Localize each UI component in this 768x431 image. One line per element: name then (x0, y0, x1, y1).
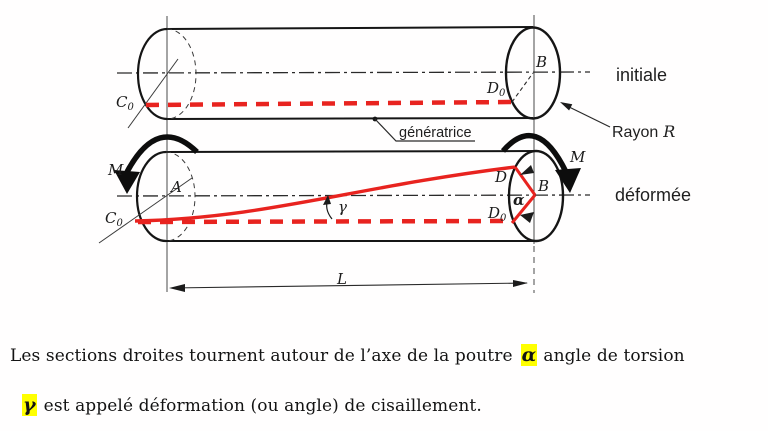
rayon-leader-line (562, 103, 611, 128)
construction-lines (116, 15, 591, 293)
length-dimension: L (169, 270, 528, 292)
deformed-left-radius-line (98, 177, 193, 244)
label-b-deformed: B (537, 177, 549, 195)
deformed-cylinder: A C0 D D0 B α γ (98, 149, 565, 244)
caption-line-1: Les sections droites tournent autour de … (10, 344, 685, 366)
moment-arrows: M M (107, 132, 586, 194)
initial-cylinder: C0 D0 B (116, 26, 562, 129)
caption-line1-text: Les sections droites tournent autour de … (10, 346, 513, 366)
initial-fiber-red-dashed (145, 99, 513, 108)
generatrice-label: génératrice (399, 125, 472, 141)
label-m-right: M (569, 148, 586, 166)
moment-left-arrowhead-icon (114, 170, 140, 194)
label-c0-initial-main: C (116, 93, 128, 111)
rayon-word: Rayon (612, 124, 658, 141)
caption-line2-text: est appelé déformation (ou angle) de cis… (43, 396, 482, 416)
moment-arc-left (124, 134, 199, 174)
generatrice-leader-line (374, 118, 475, 142)
label-c0-deformed-main: C (105, 209, 117, 227)
caption-line-2: γ est appelé déformation (ou angle) de ci… (22, 394, 482, 416)
initial-bottom-generator (166, 117, 534, 120)
label-d0-deformed: D0 (487, 204, 507, 224)
label-b-initial: B (535, 53, 547, 71)
generatrice-callout: génératrice (372, 116, 475, 142)
deformed-left-face-front (135, 150, 167, 243)
length-left-arrowhead-icon (169, 284, 185, 292)
initial-right-face (504, 26, 562, 120)
initial-top-generator (166, 26, 534, 30)
label-length: L (336, 270, 347, 288)
initial-left-radius-line (127, 58, 179, 129)
alpha-upper-arrowhead-icon (520, 165, 534, 175)
deformed-top-generator (165, 150, 537, 153)
label-c0-deformed: C0 (105, 209, 123, 229)
length-dimension-line (170, 282, 528, 289)
rayon-symbol: R (662, 122, 675, 141)
label-d0-deformed-main: D (487, 204, 500, 222)
label-d0-initial-main: D (486, 79, 499, 97)
initial-left-face-front (136, 27, 168, 121)
moment-right-arrowhead-icon (555, 168, 581, 193)
state-label-deformed: déformée (615, 185, 691, 205)
alpha-lower-arrowhead-icon (520, 212, 534, 223)
length-right-arrowhead-icon (513, 280, 528, 287)
initial-right-radius-dashed (511, 72, 534, 103)
label-d-deformed: D (494, 168, 507, 186)
label-c0-deformed-sub: 0 (116, 218, 123, 229)
deformed-left-face-back (165, 151, 196, 242)
alpha-highlight: α (520, 344, 538, 366)
label-alpha: α (513, 191, 525, 209)
moment-arc-right (500, 132, 569, 174)
state-label-initial: initiale (616, 65, 667, 85)
deformed-fiber-red-dashed (137, 218, 509, 225)
label-d0-deformed-sub: 0 (500, 213, 507, 224)
label-m-left: M (107, 161, 124, 179)
gamma-highlight: γ (22, 394, 37, 416)
initial-left-face-back (166, 28, 197, 120)
rayon-arrowhead-icon (560, 102, 573, 111)
label-d0-initial: D0 (486, 79, 506, 99)
initial-centerline (116, 71, 591, 74)
gamma-arrowhead-icon (323, 195, 331, 205)
label-a-deformed: A (169, 178, 182, 196)
deformed-right-face (507, 149, 565, 243)
label-c0-initial: C0 (116, 93, 134, 113)
deformed-centerline (116, 194, 591, 197)
caption-line1-suffix: angle de torsion (543, 346, 685, 366)
label-d0-initial-sub: 0 (499, 88, 506, 99)
deformed-fiber-red-curve (134, 165, 516, 223)
label-gamma: γ (338, 198, 347, 216)
red-line-b-to-d0 (510, 194, 537, 224)
red-line-d-to-b (513, 166, 537, 196)
label-c0-initial-sub: 0 (127, 102, 134, 113)
